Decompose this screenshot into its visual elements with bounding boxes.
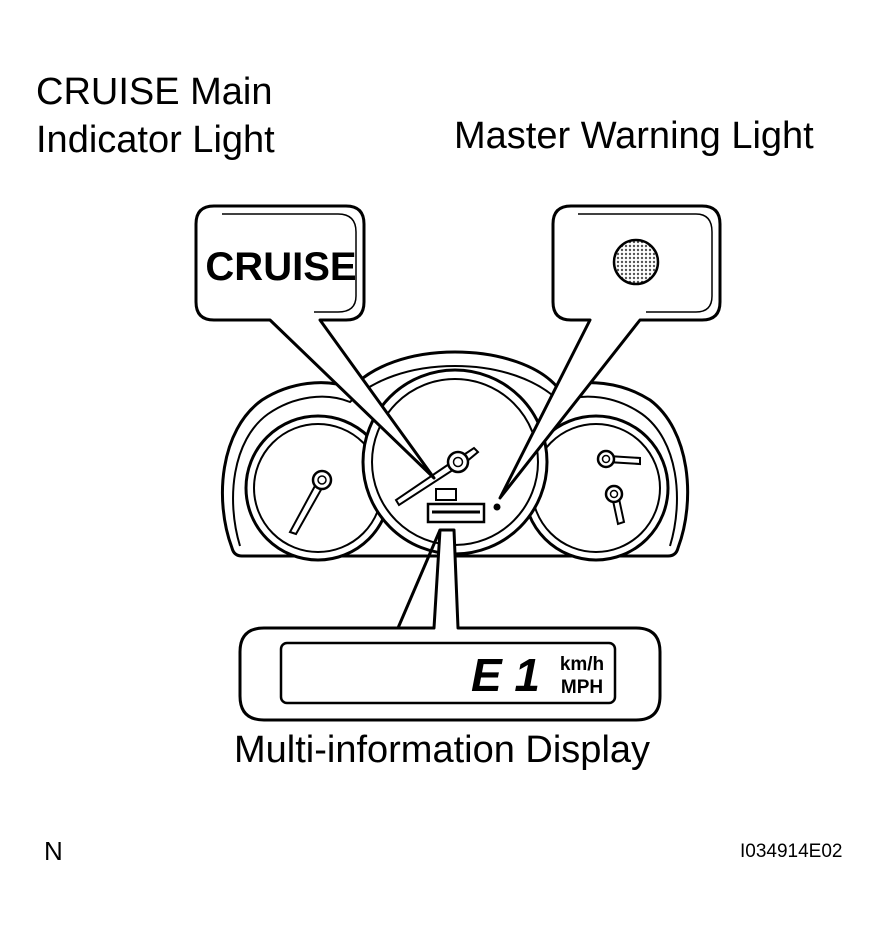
cruise-main-label-line1: CRUISE Main bbox=[36, 71, 273, 113]
multi-info-display-label: Multi-information Display bbox=[234, 729, 651, 771]
speedometer bbox=[361, 368, 549, 556]
master-warning-label: Master Warning Light bbox=[454, 115, 814, 157]
warning-lamp-icon bbox=[612, 238, 660, 286]
cluster-inner-outline bbox=[232, 364, 678, 547]
display-screen bbox=[279, 641, 617, 705]
orientation-label: N bbox=[44, 836, 63, 866]
speed-needle-icon bbox=[394, 446, 480, 507]
cruise-callout: CRUISE bbox=[194, 204, 436, 480]
master-warning-dot bbox=[493, 503, 501, 511]
display-reading: E 1 bbox=[471, 649, 540, 701]
left-needle-icon bbox=[288, 469, 333, 536]
figure-code: I034914E02 bbox=[740, 841, 843, 862]
master-warning-callout bbox=[498, 204, 722, 500]
cruise-main-label-line2: Indicator Light bbox=[36, 119, 275, 161]
multi-info-callout: E 1 km/h MPH bbox=[238, 528, 662, 722]
temp-needle-icon bbox=[604, 484, 626, 526]
right-gauge bbox=[522, 414, 670, 562]
unit-mph: MPH bbox=[561, 677, 603, 698]
cruise-callout-text: CRUISE bbox=[205, 245, 356, 289]
unit-kmh: km/h bbox=[560, 654, 604, 675]
fuel-needle-icon bbox=[596, 449, 641, 469]
cruise-indicator-spot bbox=[435, 488, 457, 501]
